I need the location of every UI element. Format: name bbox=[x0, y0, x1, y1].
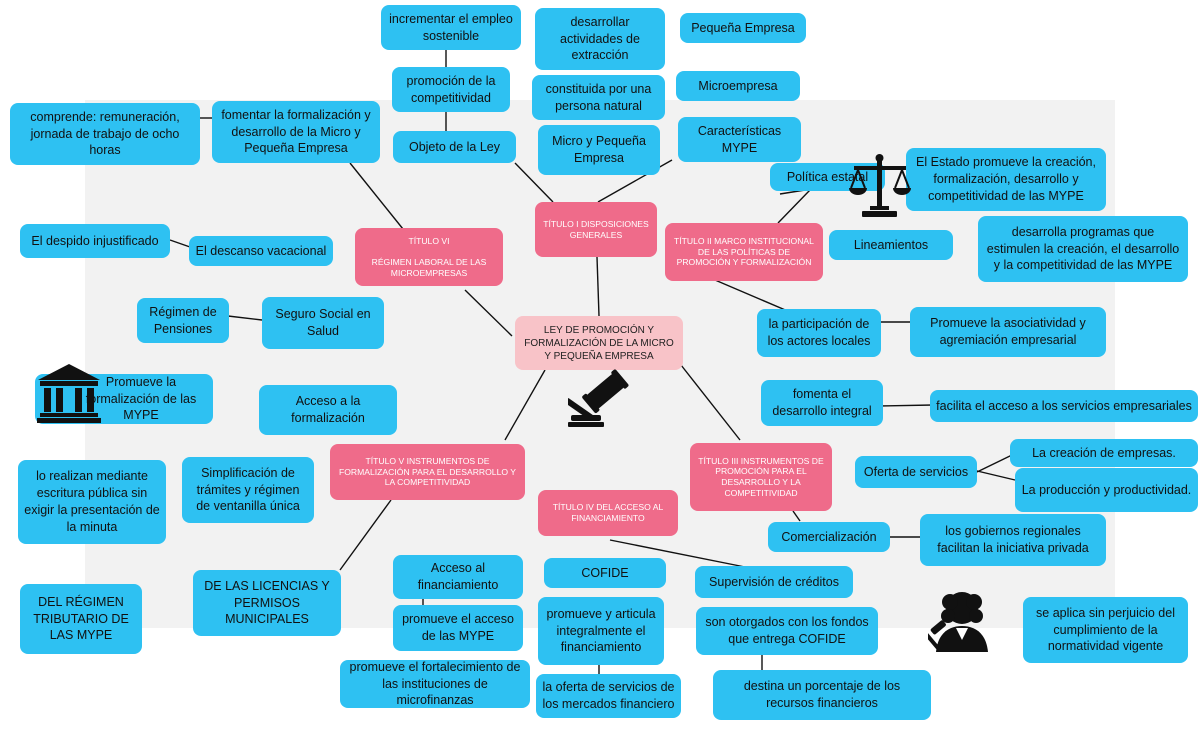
connector-line bbox=[514, 162, 554, 203]
title-iii-node: TÍTULO III INSTRUMENTOS DE PROMOCIÓN PAR… bbox=[690, 443, 832, 511]
node-actividades-extraccion: desarrollar actividades de extracción bbox=[535, 8, 665, 70]
title-ii-node: TÍTULO II MARCO INSTITUCIONAL DE LAS POL… bbox=[665, 223, 823, 281]
title-iv-node: TÍTULO IV DEL ACCESO AL FINANCIAMIENTO bbox=[538, 490, 678, 536]
node-desarrollo-integral: fomenta el desarrollo integral bbox=[761, 380, 883, 426]
node-servicios-empresariales: facilita el acceso a los servicios empre… bbox=[930, 390, 1198, 422]
node-promocion-competitividad: promoción de la competitividad bbox=[392, 67, 510, 112]
node-incrementar-empleo: incrementar el empleo sostenible bbox=[381, 5, 521, 50]
node-persona-natural: constituida por una persona natural bbox=[532, 75, 665, 120]
gavel-icon bbox=[568, 369, 629, 427]
connector-line bbox=[792, 510, 801, 522]
title-vi-node: TÍTULO VI RÉGIMEN LABORAL DE LAS MICROEM… bbox=[355, 228, 503, 286]
judge-icon bbox=[928, 592, 988, 652]
node-caracteristicas-mype: Características MYPE bbox=[678, 117, 801, 162]
node-objeto-ley: Objeto de la Ley bbox=[393, 131, 516, 163]
connector-line bbox=[609, 539, 746, 568]
node-comercializacion: Comercialización bbox=[768, 522, 890, 552]
courthouse-icon bbox=[37, 364, 101, 423]
connector-line bbox=[504, 369, 546, 441]
title-v-node: TÍTULO V INSTRUMENTOS DE FORMALIZACIÓN P… bbox=[330, 444, 525, 500]
center-topic: LEY DE PROMOCIÓN Y FORMALIZACIÓN DE LA M… bbox=[515, 316, 683, 370]
node-promueve-acceso: promueve el acceso de las MYPE bbox=[393, 605, 523, 651]
node-actores-locales: la participación de los actores locales bbox=[757, 309, 881, 357]
connector-line bbox=[169, 239, 191, 248]
node-gobiernos-regionales: los gobiernos regionales facilitan la in… bbox=[920, 514, 1106, 566]
node-lineamientos: Lineamientos bbox=[829, 230, 953, 260]
node-despido-injustificado: El despido injustificado bbox=[20, 224, 170, 258]
node-escritura-publica: lo realizan mediante escritura pública s… bbox=[18, 460, 166, 544]
node-desarrolla-programas: desarrolla programas que estimulen la cr… bbox=[978, 216, 1188, 282]
node-mercados-financiero: la oferta de servicios de los mercados f… bbox=[536, 674, 681, 718]
connector-line bbox=[227, 315, 263, 321]
node-regimen-pensiones: Régimen de Pensiones bbox=[137, 298, 229, 343]
node-microempresa: Microempresa bbox=[676, 71, 800, 101]
node-micro-pequena-empresa: Micro y Pequeña Empresa bbox=[538, 125, 660, 175]
title-i-node: TÍTULO I DISPOSICIONES GENERALES bbox=[535, 202, 657, 257]
node-descanso-vacacional: El descanso vacacional bbox=[189, 236, 333, 266]
node-seguro-social: Seguro Social en Salud bbox=[262, 297, 384, 349]
node-asociatividad: Promueve la asociatividad y agremiación … bbox=[910, 307, 1106, 357]
node-microfinanzas: promueve el fortalecimiento de las insti… bbox=[340, 660, 530, 708]
node-sin-perjuicio: se aplica sin perjuicio del cumplimiento… bbox=[1023, 597, 1188, 663]
connector-line bbox=[349, 162, 404, 230]
node-pequena-empresa: Pequeña Empresa bbox=[680, 13, 806, 43]
connector-line bbox=[339, 499, 392, 571]
connector-line bbox=[464, 289, 513, 337]
connector-line bbox=[714, 279, 791, 313]
node-fomentar-formalizacion: fomentar la formalización y desarrollo d… bbox=[212, 101, 380, 163]
node-supervision-creditos: Supervisión de créditos bbox=[695, 566, 853, 598]
node-licencias-permisos: DE LAS LICENCIAS Y PERMISOS MUNICIPALES bbox=[193, 570, 341, 636]
node-creacion-empresas: La creación de empresas. bbox=[1010, 439, 1198, 467]
connector-line bbox=[976, 454, 1013, 473]
node-acceso-formalizacion: Acceso a la formalización bbox=[259, 385, 397, 435]
connector-line bbox=[777, 189, 811, 224]
node-simplificacion-tramites: Simplificación de trámites y régimen de … bbox=[182, 457, 314, 523]
node-destina-porcentaje: destina un porcentaje de los recursos fi… bbox=[713, 670, 931, 720]
connector-line bbox=[596, 256, 600, 317]
node-acceso-financiamiento: Acceso al financiamiento bbox=[393, 555, 523, 599]
node-oferta-servicios: Oferta de servicios bbox=[855, 456, 977, 488]
node-regimen-tributario: DEL RÉGIMEN TRIBUTARIO DE LAS MYPE bbox=[20, 584, 142, 654]
scales-icon bbox=[849, 154, 911, 217]
connector-line bbox=[972, 469, 1016, 481]
node-comprende-remuneracion: comprende: remuneración, jornada de trab… bbox=[10, 103, 200, 165]
node-fondos-cofide: son otorgados con los fondos que entrega… bbox=[696, 607, 878, 655]
connector-line bbox=[680, 364, 741, 441]
node-produccion-productividad: La producción y productividad. bbox=[1015, 468, 1198, 512]
node-articula-financiamiento: promueve y articula integralmente el fin… bbox=[538, 597, 664, 665]
connector-line bbox=[876, 404, 934, 407]
node-estado-promueve: El Estado promueve la creación, formaliz… bbox=[906, 148, 1106, 211]
node-cofide: COFIDE bbox=[544, 558, 666, 588]
